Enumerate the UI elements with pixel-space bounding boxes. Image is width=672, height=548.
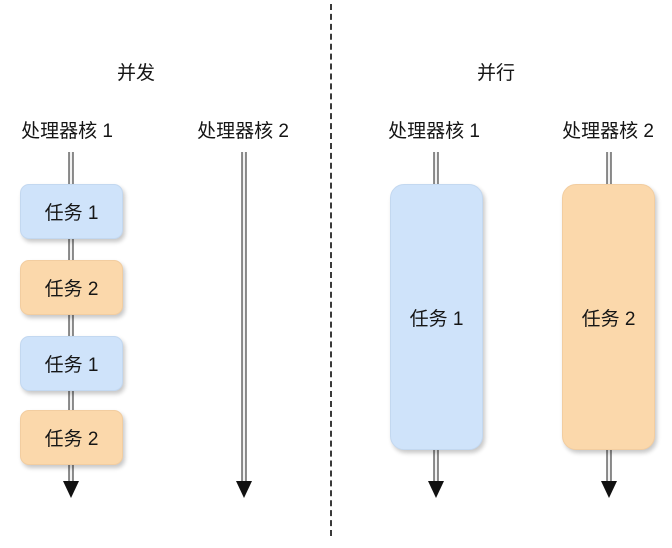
timeline-rail-r2-head: [606, 152, 612, 186]
timeline-rail-l1-seg1: [68, 238, 74, 264]
timeline-rail-l1-head: [68, 152, 74, 186]
core-label-parallelism-core2: 处理器核 2: [562, 121, 654, 142]
core-label-concurrency-core1: 处理器核 1: [21, 121, 113, 142]
task-label: 任务 1: [44, 355, 99, 376]
panel-title-parallelism: 并行: [476, 63, 516, 84]
task-box: 任务 1: [20, 336, 123, 391]
arrowhead-parallelism-core1: [428, 481, 444, 498]
arrowhead-concurrency-core2: [236, 481, 252, 498]
timeline-rail-r1-tail: [433, 448, 439, 484]
task-label: 任务 2: [44, 429, 99, 450]
panel-title-concurrency: 并发: [116, 63, 156, 84]
timeline-rail-l2: [241, 152, 247, 482]
core-label-parallelism-core1: 处理器核 1: [388, 121, 480, 142]
arrowhead-concurrency-core1: [63, 481, 79, 498]
timeline-rail-l1-tail: [68, 464, 74, 484]
timeline-rail-r2-tail: [606, 448, 612, 484]
panel-divider: [330, 4, 332, 536]
task-box: 任务 2: [562, 184, 655, 450]
task-box: 任务 2: [20, 260, 123, 315]
task-box: 任务 1: [390, 184, 483, 450]
core-label-concurrency-core2: 处理器核 2: [197, 121, 289, 142]
timeline-rail-l1-seg2: [68, 314, 74, 340]
task-label: 任务 2: [44, 279, 99, 300]
arrowhead-parallelism-core2: [601, 481, 617, 498]
task-label: 任务 2: [581, 308, 636, 330]
task-box: 任务 2: [20, 410, 123, 465]
timeline-rail-r1-head: [433, 152, 439, 186]
task-label: 任务 1: [44, 203, 99, 224]
timeline-rail-l1-seg3: [68, 390, 74, 416]
task-box: 任务 1: [20, 184, 123, 239]
task-label: 任务 1: [409, 308, 464, 330]
